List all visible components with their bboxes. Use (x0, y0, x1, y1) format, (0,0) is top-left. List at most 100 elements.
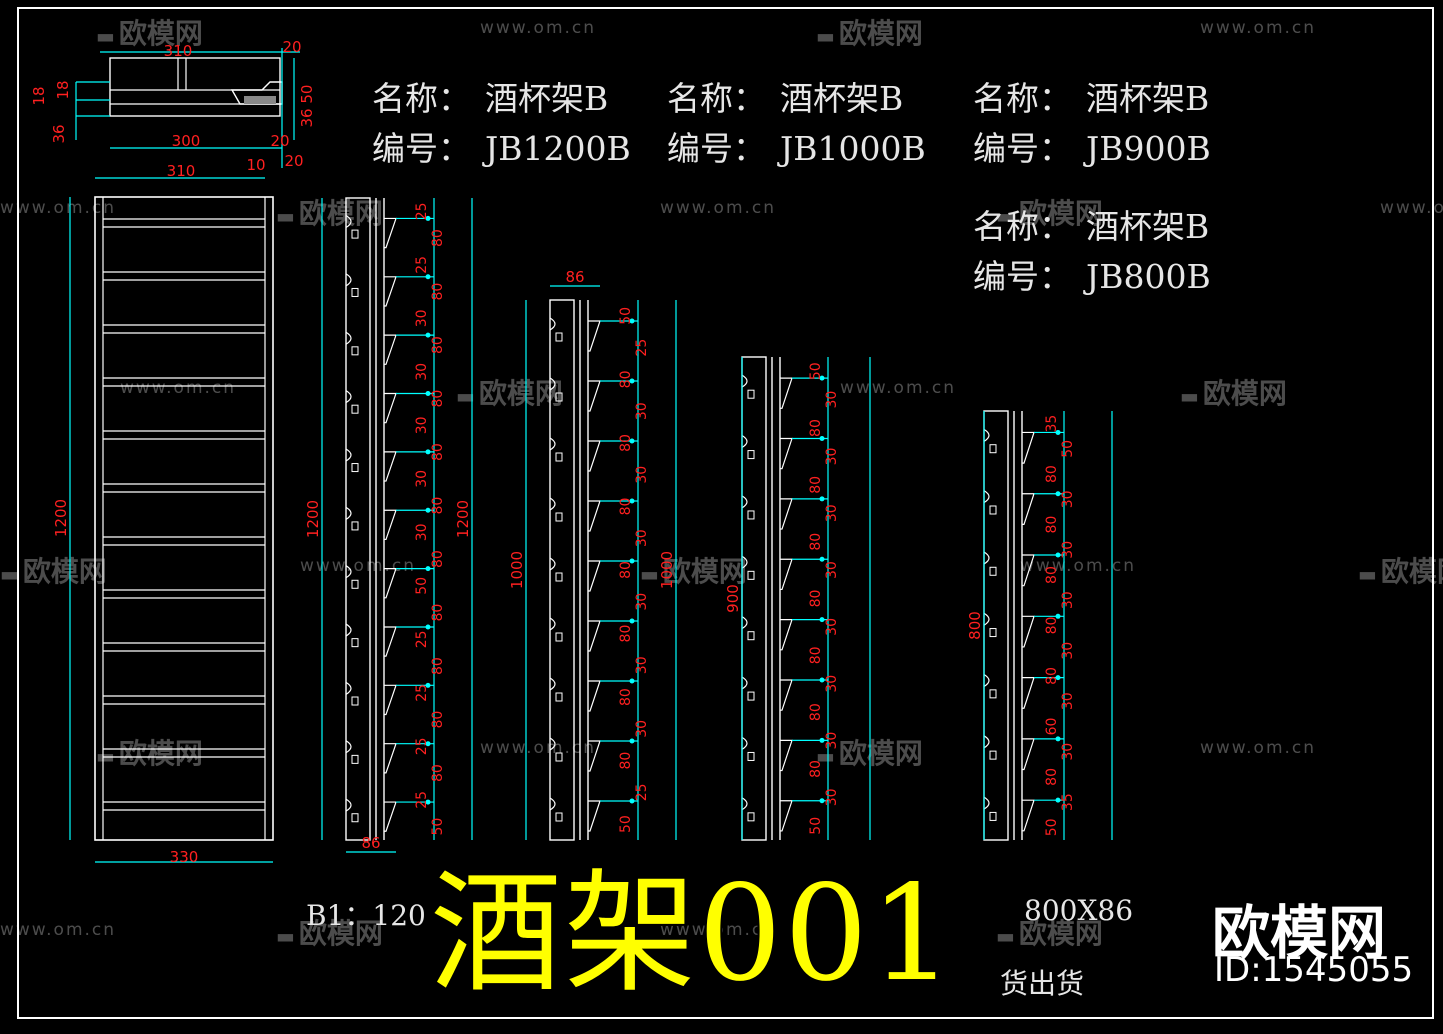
rack-notch-block (989, 628, 997, 638)
watermark-url: www.om.cn (300, 556, 417, 576)
glass-holder (384, 684, 397, 716)
rack-notch-block (747, 631, 755, 641)
watermark-logo: ▬欧模网 (0, 550, 107, 590)
spacing-label: 30 (824, 504, 840, 522)
code-label: 编号： (372, 128, 471, 168)
glass-holder (384, 392, 397, 424)
detail-hatch (244, 96, 276, 104)
rack-section-1200: 2580258030803080308030803080508025802580… (304, 197, 473, 853)
size-note: 800X86 (1024, 894, 1134, 927)
spacing-label: 30 (634, 529, 650, 547)
rack-notch-block (555, 752, 563, 762)
dim-18: 18 (30, 86, 48, 105)
product-code: JB900B (1086, 128, 1211, 168)
rack-notch (345, 798, 352, 812)
spacing-label: 80 (808, 590, 824, 608)
dim-tick (425, 391, 431, 397)
sofa-icon: ▬ (1358, 562, 1377, 586)
spacing-label: 50 (1044, 818, 1060, 836)
spacing-label: 80 (1044, 667, 1060, 685)
watermark-logo: ▬欧模网 (96, 732, 203, 772)
rack-side-panel (983, 410, 1009, 841)
spec-code-row: 编号：JB800B (973, 252, 1211, 302)
watermark-logo-text: 欧模网 (478, 377, 563, 410)
spacing-label: 80 (808, 646, 824, 664)
dim-tick (425, 449, 431, 455)
dim-rack-height: 1200 (304, 500, 322, 538)
watermark-url: www.om.cn (0, 920, 117, 940)
rack-notch-block (747, 389, 755, 399)
rack-notch-block (555, 632, 563, 642)
dim-tick (1055, 797, 1061, 803)
dim-rack-depth: 86 (361, 834, 380, 852)
rack-notch (983, 674, 990, 688)
rack-notch (345, 214, 352, 229)
rack-notch (741, 676, 748, 690)
spacing-label: 30 (1060, 591, 1076, 609)
spec-name-row: 名称：酒杯架B (973, 202, 1211, 252)
spacing-label: 25 (414, 684, 430, 702)
spec-code-row: 编号：JB1000B (667, 124, 926, 174)
rack-notch-block (555, 332, 563, 342)
spacing-label: 80 (618, 688, 634, 706)
dim-rack-height: 800 (966, 611, 984, 640)
watermark-url: www.om.cn (1380, 198, 1443, 218)
glass-holder (780, 437, 793, 470)
rack-notch-block (747, 751, 755, 761)
spacing-label: 80 (1044, 465, 1060, 483)
name-label: 名称： (667, 79, 766, 118)
spacing-label: 80 (430, 604, 446, 622)
glass-holder (780, 498, 793, 530)
rack-notch-block (989, 750, 997, 760)
spacing-label: 80 (430, 283, 446, 301)
rack-notch-block (351, 754, 359, 764)
rack-notch (741, 495, 748, 509)
rack-notch-block (351, 521, 359, 531)
rack-notch-block (351, 638, 359, 648)
watermark-logo: ▬欧模网 (276, 192, 383, 232)
spec-block-jb800b: 名称：酒杯架B 编号：JB800B (973, 202, 1211, 301)
product-code: JB800B (1086, 256, 1211, 296)
glass-holder (1022, 615, 1035, 648)
dim-tick (1055, 736, 1061, 742)
dim-front-height: 1200 (52, 499, 70, 537)
watermark-logo-text: 欧模网 (662, 555, 747, 588)
spacing-label: 80 (618, 370, 634, 388)
detail-outline (109, 57, 281, 117)
spacing-label: 30 (414, 470, 430, 488)
dim-36-50: 36 50 (298, 85, 316, 128)
dim-rack-depth: 86 (565, 268, 584, 286)
sofa-icon: ▬ (816, 744, 835, 768)
glass-holder (780, 679, 793, 711)
spacing-label: 80 (430, 443, 446, 461)
spacing-label: 30 (414, 363, 430, 381)
sofa-icon: ▬ (0, 562, 19, 586)
spacing-label: 80 (808, 760, 824, 778)
dim-tick (819, 617, 825, 623)
dim-tick (629, 498, 635, 504)
dim-310: 310 (164, 42, 193, 60)
sofa-icon: ▬ (96, 744, 115, 768)
spacing-label: 30 (414, 416, 430, 434)
glass-holder (1022, 799, 1035, 832)
glass-holder (384, 217, 397, 249)
rack-notch (549, 437, 556, 451)
spacing-label: 80 (1044, 768, 1060, 786)
watermark-logo: ▬欧模网 (96, 12, 203, 52)
watermark-logo-text: 欧模网 (838, 737, 923, 770)
dim-tick (425, 799, 431, 805)
rack-notch (549, 617, 556, 631)
watermark-logo-text: 欧模网 (1018, 197, 1103, 230)
glass-holder (780, 619, 793, 651)
rack-notch (345, 623, 352, 637)
glass-holder (384, 801, 397, 832)
dim-front-top: 310 (167, 162, 196, 180)
dim-20: 20 (282, 38, 301, 56)
rack-notch (983, 551, 990, 565)
dim-tick (819, 556, 825, 562)
rack-notch (549, 317, 556, 331)
rack-notch-block (747, 691, 755, 701)
spacing-label: 80 (808, 419, 824, 437)
